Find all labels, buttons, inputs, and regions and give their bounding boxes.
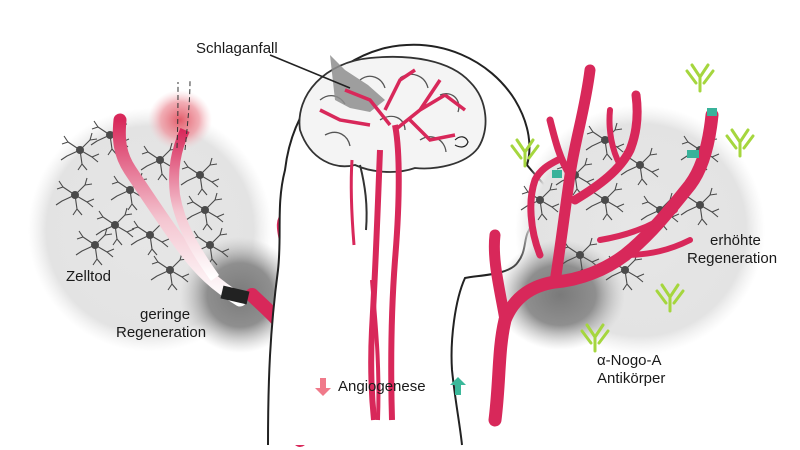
label-high-regen-2: Regeneration xyxy=(687,250,778,267)
brain xyxy=(298,55,487,421)
label-antibody-1: α-Nogo-A xyxy=(597,352,662,369)
label-stroke: Schlaganfall xyxy=(196,40,278,57)
vessel-cut xyxy=(220,285,250,305)
up-arrow-icon xyxy=(450,377,466,395)
label-angiogenesis: Angiogenese xyxy=(338,378,426,395)
right-regenerating-vessels xyxy=(488,64,719,427)
label-low-regen-1: geringe xyxy=(140,306,191,323)
label-high-regen-1: erhöhte xyxy=(710,232,761,249)
tip-cells xyxy=(552,108,717,178)
left-damaged-vessels xyxy=(112,79,247,307)
stroke-pointer-line xyxy=(269,54,351,89)
label-antibody-2: Antikörper xyxy=(597,370,666,387)
infarct-glow xyxy=(148,90,212,150)
down-arrow-icon xyxy=(315,378,331,396)
eye xyxy=(454,136,469,148)
label-low-regen-2: Regeneration xyxy=(116,324,207,341)
stroke-lesion xyxy=(330,55,385,112)
label-cell-death: Zelltod xyxy=(66,268,112,285)
